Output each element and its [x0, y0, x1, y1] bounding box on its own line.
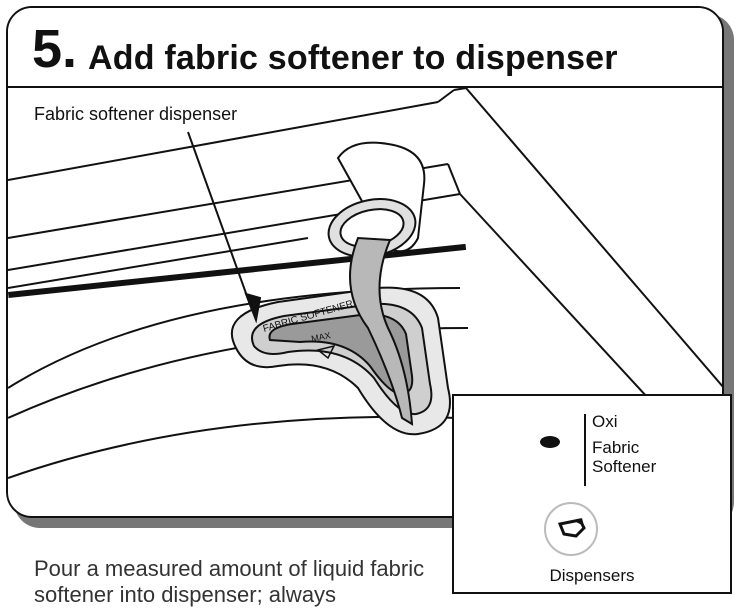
option-oxi: Oxi — [592, 412, 618, 432]
instruction-text: Pour a measured amount of liquid fabric … — [34, 556, 446, 608]
step-title: Add fabric softener to dispenser — [88, 38, 618, 78]
dispenser-icon — [546, 504, 596, 554]
step-number: 5. — [32, 22, 77, 76]
option-bar — [584, 414, 586, 486]
control-panel-inset: Oxi Fabric Softener Dispensers — [452, 394, 732, 594]
selected-indicator-icon — [540, 436, 560, 448]
option-fabric-softener: Fabric Softener — [592, 438, 712, 476]
step-header: 5. Add fabric softener to dispenser — [8, 8, 722, 88]
callout-arrow — [188, 132, 260, 320]
dispensers-button[interactable] — [544, 502, 598, 556]
dispensers-caption: Dispensers — [454, 566, 730, 586]
callout-label: Fabric softener dispenser — [32, 104, 239, 125]
